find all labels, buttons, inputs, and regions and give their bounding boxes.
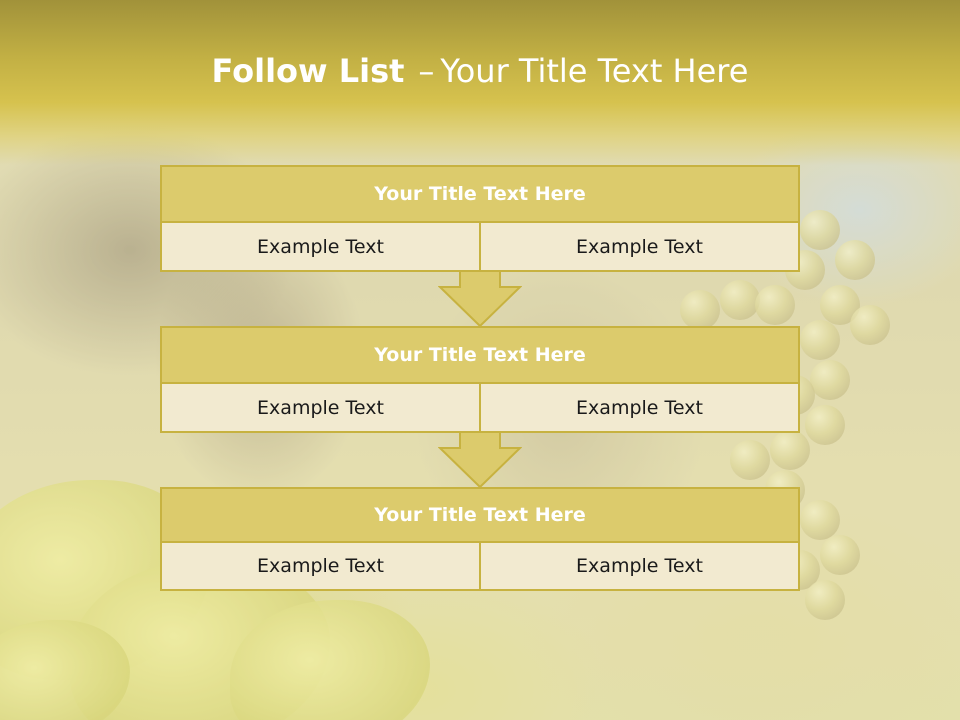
list-step-1: Your Title Text Here Example Text Exampl… (160, 165, 800, 272)
step-row: Example Text Example Text (160, 384, 800, 433)
slide-title-bold: Follow List (211, 52, 405, 90)
step-left-text: Example Text (160, 384, 481, 433)
slide-title: Follow List–Your Title Text Here (0, 52, 960, 90)
step-row: Example Text Example Text (160, 543, 800, 591)
step-right-text: Example Text (481, 223, 800, 272)
down-arrow-icon (438, 271, 522, 327)
step-title: Your Title Text Here (160, 487, 800, 543)
title-band (0, 0, 960, 165)
vine-leaf (230, 600, 430, 720)
slide-title-separator: – (418, 52, 435, 90)
step-right-text: Example Text (481, 384, 800, 433)
list-step-2: Your Title Text Here Example Text Exampl… (160, 326, 800, 433)
vine-leaf (0, 620, 130, 720)
list-step-3: Your Title Text Here Example Text Exampl… (160, 487, 800, 591)
step-row: Example Text Example Text (160, 223, 800, 272)
step-left-text: Example Text (160, 543, 481, 591)
step-right-text: Example Text (481, 543, 800, 591)
slide-title-rest: Your Title Text Here (440, 52, 749, 90)
step-left-text: Example Text (160, 223, 481, 272)
down-arrow-icon (438, 432, 522, 488)
step-title: Your Title Text Here (160, 165, 800, 223)
step-title: Your Title Text Here (160, 326, 800, 384)
